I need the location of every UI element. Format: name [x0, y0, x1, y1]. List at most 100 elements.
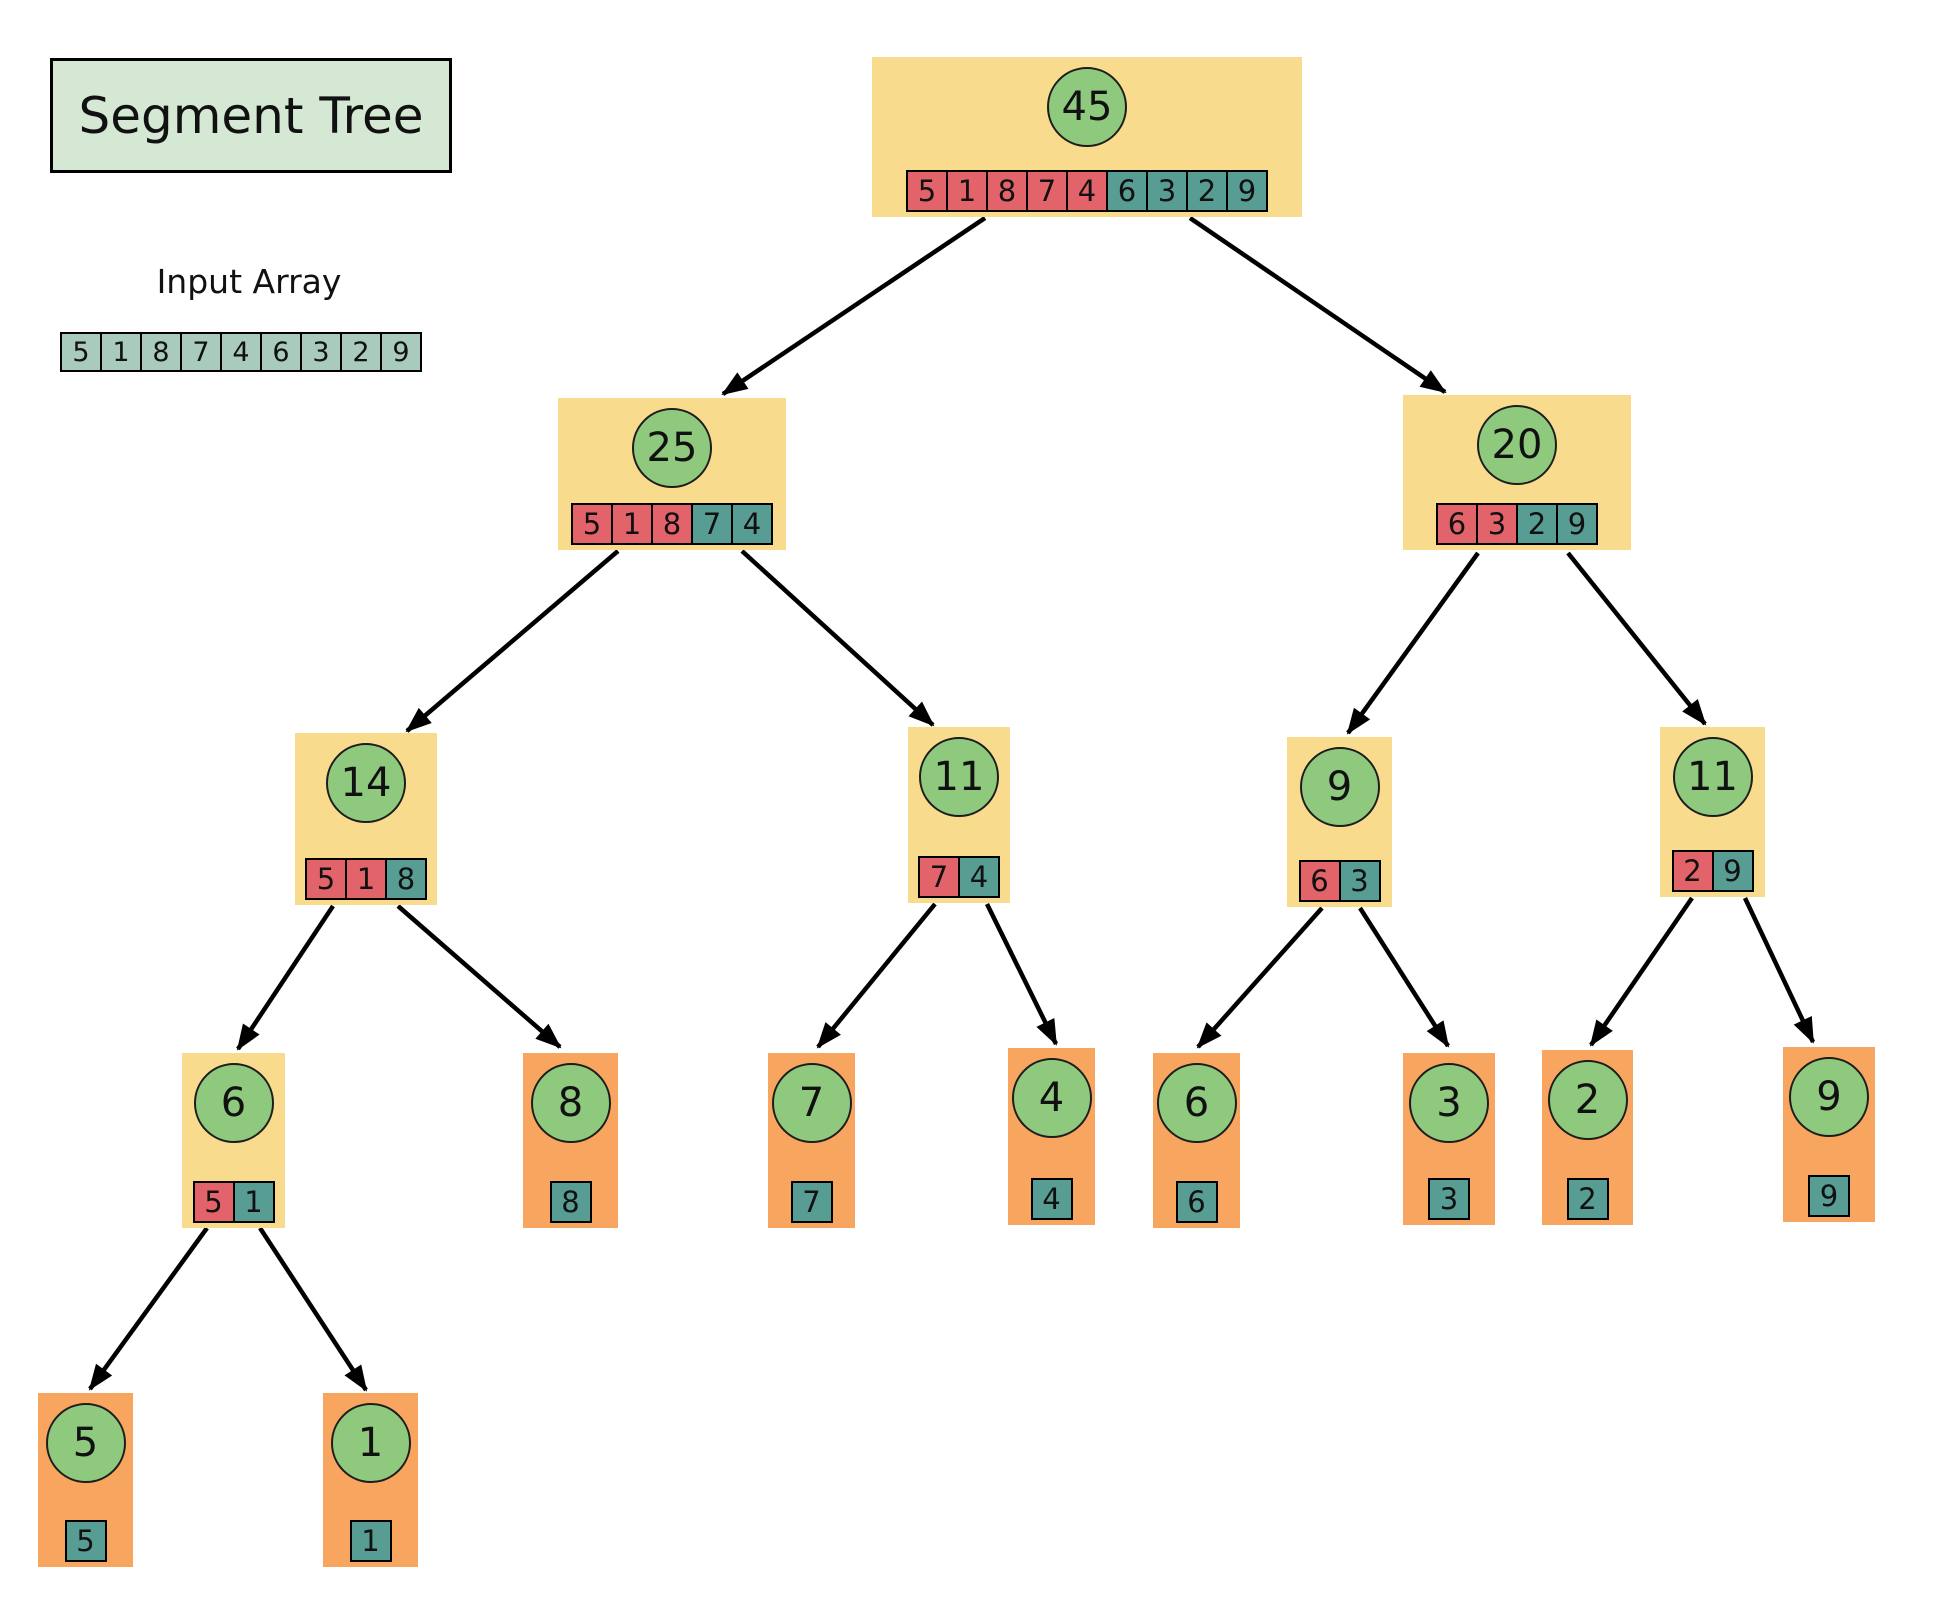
sum-circle: 1 [330, 1403, 411, 1483]
segment-cell: 5 [571, 503, 613, 545]
edge-node-20-to-node-11-right [1566, 551, 1707, 726]
sum-circle: 8 [530, 1063, 611, 1143]
edge-node-14-to-leaf-8 [396, 904, 562, 1049]
segment-cell: 9 [1711, 850, 1754, 892]
segment-cell: 8 [385, 858, 427, 900]
sum-circle: 3 [1409, 1063, 1489, 1143]
segment-cell: 7 [918, 856, 960, 898]
edge-node-11-right-to-leaf-9 [1742, 897, 1816, 1044]
sum-circle: 11 [1672, 737, 1753, 817]
segment-cell: 7 [1026, 170, 1068, 212]
edge-node-14-to-node-6-inner [236, 904, 335, 1051]
segment-cell: 3 [1146, 170, 1188, 212]
diagram-title: Segment Tree [78, 86, 424, 145]
edge-node-11-right-to-leaf-2 [1589, 896, 1694, 1047]
edge-node-9-to-leaf-3 [1358, 906, 1450, 1048]
input-array-cell: 2 [340, 332, 382, 372]
segment-cells: 1 [349, 1520, 392, 1562]
segment-cell: 9 [1808, 1175, 1850, 1217]
input-array-cell: 4 [220, 332, 262, 372]
input-array-cell: 6 [260, 332, 302, 372]
segment-cell: 8 [651, 503, 693, 545]
segment-cell: 8 [986, 170, 1028, 212]
segment-cell: 6 [1298, 860, 1341, 902]
segment-cell: 5 [906, 170, 948, 212]
edge-node-25-to-node-11-left [740, 549, 935, 727]
segment-cell: 7 [691, 503, 733, 545]
sum-circle: 2 [1547, 1060, 1628, 1140]
segment-cell: 1 [349, 1520, 392, 1562]
edge-root-45-to-node-25 [721, 216, 987, 396]
segment-cell: 8 [549, 1181, 592, 1223]
segment-cell: 4 [958, 856, 1000, 898]
input-array-cell: 9 [380, 332, 422, 372]
sum-circle: 9 [1299, 747, 1380, 827]
sum-circle: 4 [1011, 1058, 1092, 1138]
segment-cell: 4 [1066, 170, 1108, 212]
edge-node-9-to-leaf-6 [1196, 906, 1324, 1049]
segment-cell: 7 [790, 1181, 833, 1223]
edge-node-11-left-to-leaf-7 [816, 902, 937, 1049]
sum-circle: 25 [632, 408, 712, 488]
sum-circle: 45 [1047, 67, 1127, 147]
segment-cell: 6 [1436, 503, 1478, 545]
segment-cells: 8 [549, 1181, 592, 1223]
segment-cell: 1 [611, 503, 653, 545]
segment-cell: 3 [1476, 503, 1518, 545]
sum-circle: 6 [1156, 1063, 1237, 1143]
edge-node-20-to-node-9 [1346, 551, 1480, 735]
segment-cell: 2 [1566, 1178, 1609, 1220]
input-array-cell: 5 [60, 332, 102, 372]
input-array-cell: 8 [140, 332, 182, 372]
segment-cell: 9 [1226, 170, 1268, 212]
segment-cell: 6 [1175, 1181, 1218, 1223]
sum-circle: 20 [1477, 405, 1557, 485]
segment-cells: 5 [64, 1520, 107, 1562]
input-array-label: Input Array [156, 262, 342, 301]
edge-node-6-inner-to-leaf-1 [258, 1226, 368, 1392]
sum-circle: 7 [771, 1063, 852, 1143]
segment-cell: 5 [192, 1181, 235, 1223]
edge-node-11-left-to-leaf-4 [984, 903, 1059, 1046]
sum-circle: 5 [45, 1403, 126, 1483]
segment-cell: 2 [1186, 170, 1228, 212]
segment-cell: 1 [232, 1181, 275, 1223]
sum-circle: 11 [919, 737, 999, 817]
segment-cell: 1 [946, 170, 988, 212]
segment-cell: 2 [1671, 850, 1714, 892]
segment-cell: 9 [1556, 503, 1598, 545]
segment-cells: 4 [1030, 1178, 1073, 1220]
segment-cell: 3 [1338, 860, 1381, 902]
title-box: Segment Tree [50, 58, 452, 173]
segment-cells: 2 [1566, 1178, 1609, 1220]
segment-cell: 6 [1106, 170, 1148, 212]
sum-circle: 9 [1789, 1057, 1869, 1137]
segment-cells: 7 [790, 1181, 833, 1223]
sum-circle: 14 [326, 743, 406, 823]
edge-node-6-inner-to-leaf-5 [88, 1226, 209, 1391]
input-array-cell: 3 [300, 332, 342, 372]
segment-cell: 5 [305, 858, 347, 900]
